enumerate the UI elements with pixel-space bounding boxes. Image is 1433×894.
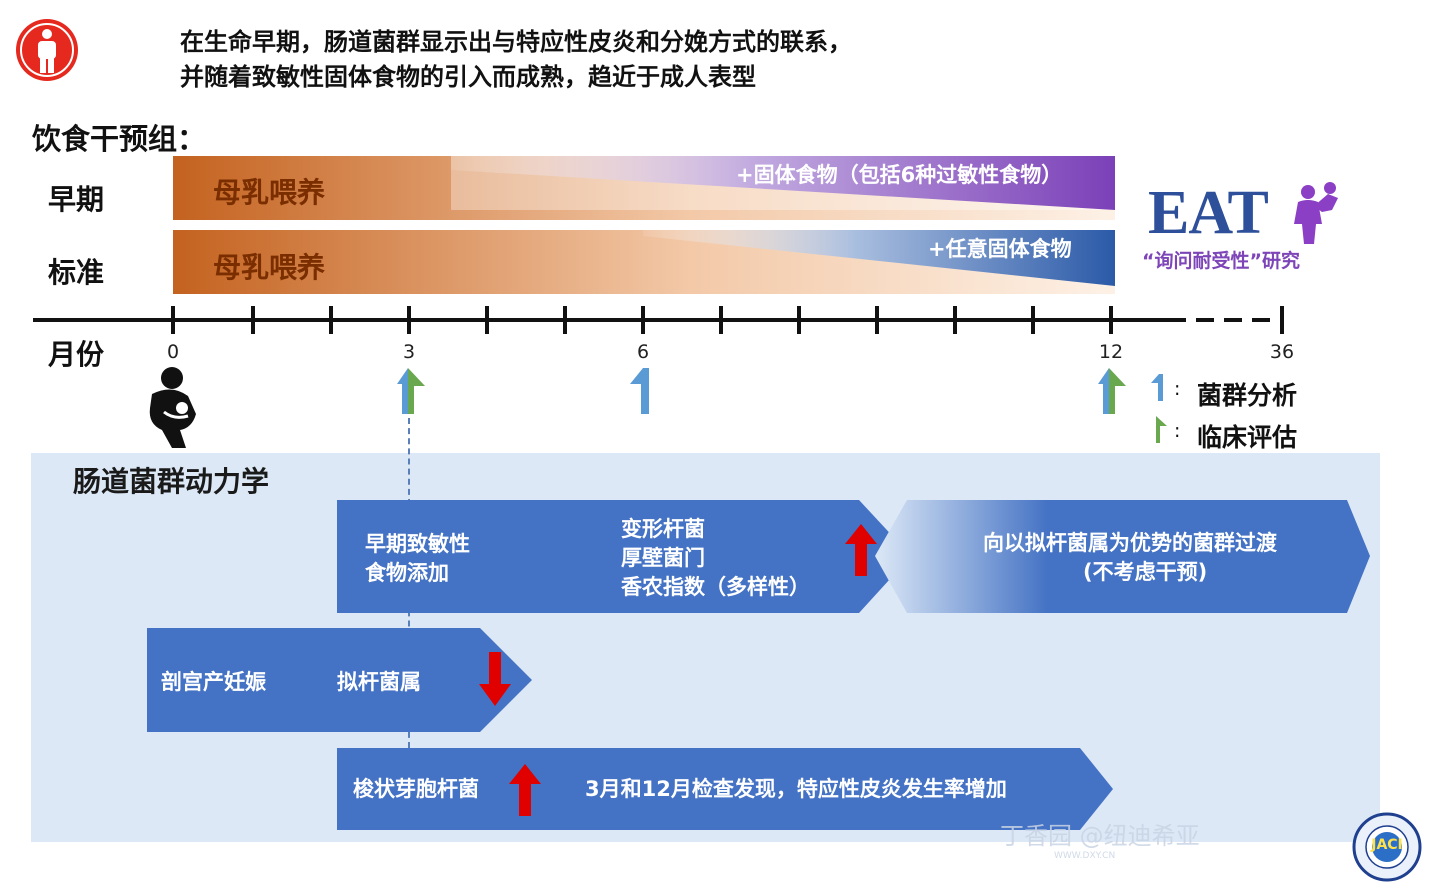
legend-microbiome-icon xyxy=(1150,373,1166,407)
marker-3-months xyxy=(394,366,428,420)
tick-label-36: 36 xyxy=(1269,341,1295,363)
diet-group-label: 饮食干预组： xyxy=(32,122,207,156)
shannon-index-text: 香农指数（多样性） xyxy=(621,575,810,599)
red-up-arrow-icon-2 xyxy=(509,764,541,820)
tick-label-6: 6 xyxy=(636,341,650,363)
title-line-1: 在生命早期，肠道菌群显示出与特应性皮炎和分娩方式的联系， xyxy=(180,28,852,56)
title-line-2: 并随着致敏性固体食物的引入而成熟，趋近于成人表型 xyxy=(180,63,756,91)
early-intervention-bar: 母乳喂养 +固体食物（包括6种过敏性食物） xyxy=(173,156,1115,220)
tick-label-12: 12 xyxy=(1098,341,1124,363)
standard-solid-food-text: +任意固体食物 xyxy=(928,237,1072,261)
tick-label-0: 0 xyxy=(166,341,180,363)
early-allergen-line1: 早期致敏性 xyxy=(365,532,470,556)
eat-subtitle: “询问耐受性”研究 xyxy=(1142,250,1300,272)
bacteroides-text: 拟杆菌属 xyxy=(337,670,421,694)
microbiome-section-title: 肠道菌群动力学 xyxy=(73,465,270,498)
early-label: 早期 xyxy=(48,183,105,216)
cesarean-arrow: 剖宫产妊娠 拟杆菌属 xyxy=(147,628,532,732)
early-allergen-arrow: 早期致敏性 食物添加 变形杆菌 厚壁菌门 香农指数（多样性） 向以拟杆菌属为优势… xyxy=(337,500,1370,613)
marker-6-months xyxy=(628,366,654,420)
clostridium-arrow: 梭状芽胞杆菌 3月和12月检查发现，特应性皮炎发生率增加 xyxy=(337,748,1113,830)
dermatitis-increase-text: 3月和12月检查发现，特应性皮炎发生率增加 xyxy=(585,777,1007,801)
red-down-arrow-icon xyxy=(479,652,511,710)
early-breastfeeding-text: 母乳喂养 xyxy=(213,176,326,209)
seal-text: JACI xyxy=(1371,837,1403,853)
eat-logo-text: EAT xyxy=(1148,179,1269,247)
legend-clinical-icon xyxy=(1152,415,1168,449)
early-solid-food-text: +固体食物（包括6种过敏性食物） xyxy=(736,163,1063,187)
legend-microbiome-label: 菌群分析 xyxy=(1197,381,1298,410)
watermark-text: 丁香园 @纽迪希亚 xyxy=(1000,822,1200,850)
standard-label: 标准 xyxy=(48,256,105,289)
standard-intervention-bar: 母乳喂养 +任意固体食物 xyxy=(173,230,1115,294)
eat-logo: EAT “询问耐受性”研究 xyxy=(1142,178,1348,273)
legend-clinical-label: 临床评估 xyxy=(1197,423,1298,452)
red-up-arrow-icon xyxy=(845,524,877,580)
mother-baby-icon xyxy=(142,366,202,454)
watermark: 丁香园 @纽迪希亚 WWW.DXY.CN xyxy=(1000,816,1200,861)
tick-label-3: 3 xyxy=(402,341,416,363)
watermark-sub: WWW.DXY.CN xyxy=(1054,851,1116,861)
legend-separator-1: : xyxy=(1174,378,1181,400)
legend-separator-2: : xyxy=(1174,420,1181,442)
bacteroides-transition-text: 向以拟杆菌属为优势的菌群过渡 xyxy=(983,531,1277,555)
marker-12-months xyxy=(1095,366,1129,420)
clostridium-text: 梭状芽胞杆菌 xyxy=(353,777,479,801)
regardless-intervention-text: (不考虑干预) xyxy=(1083,560,1208,584)
journal-seal: JACI xyxy=(1352,812,1422,882)
person-icon xyxy=(14,17,80,83)
timeline-axis xyxy=(0,300,1433,340)
parent-child-icon xyxy=(1284,180,1344,250)
proteobacteria-text: 变形杆菌 xyxy=(621,517,705,541)
early-allergen-line2: 食物添加 xyxy=(365,561,449,585)
standard-breastfeeding-text: 母乳喂养 xyxy=(213,251,326,284)
firmicutes-text: 厚壁菌门 xyxy=(621,546,705,570)
cesarean-text: 剖宫产妊娠 xyxy=(161,670,266,694)
axis-label-months: 月份 xyxy=(48,338,105,371)
